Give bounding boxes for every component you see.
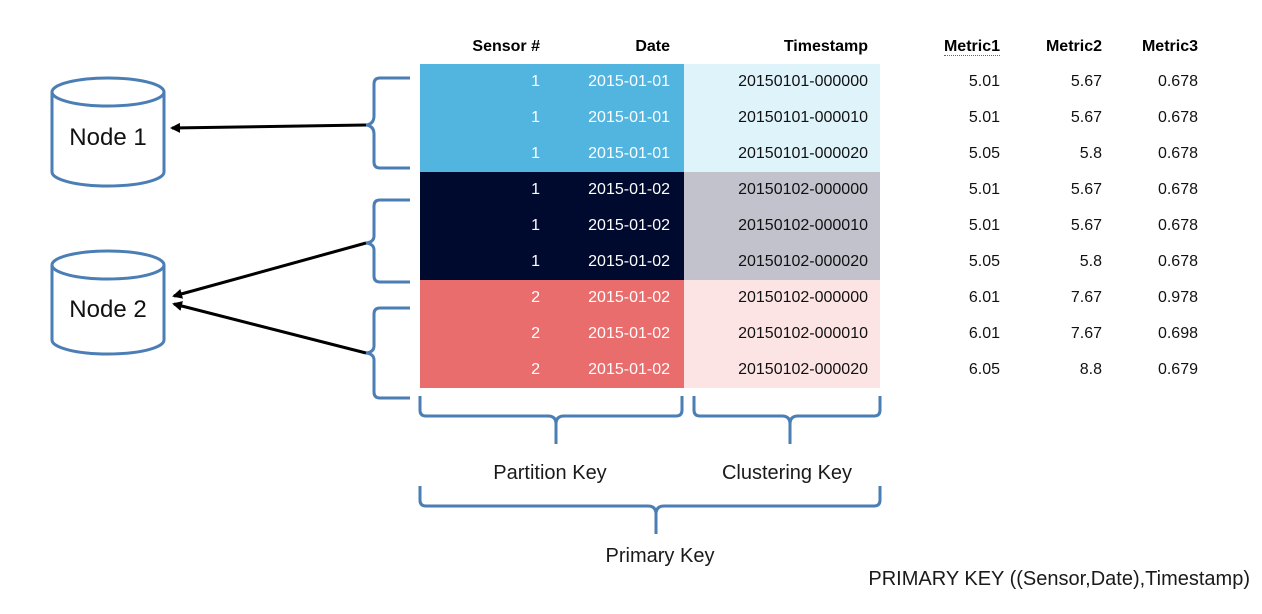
cell-date: 2015-01-02 — [588, 325, 670, 342]
cell-metric3: 0.678 — [1157, 217, 1198, 234]
header-metric1-text: Metric1 — [943, 38, 1000, 56]
clustering-key-label: Clustering Key — [721, 462, 853, 484]
cell-date: 2015-01-01 — [588, 109, 670, 126]
cell-metric1: 5.01 — [968, 217, 1000, 234]
cell-metric1: 6.01 — [968, 325, 1000, 342]
cell-metric2: 5.8 — [1079, 253, 1102, 270]
header-metric2: Metric2 — [1045, 38, 1102, 55]
header-sensor: Sensor # — [472, 38, 540, 55]
clustering-band-group1 — [684, 64, 880, 172]
node2-cylinder: Node 2 — [50, 249, 166, 356]
cell-metric2: 5.67 — [1070, 109, 1102, 126]
partition-band-group3 — [420, 280, 684, 388]
cell-metric3: 0.698 — [1157, 325, 1198, 342]
cell-metric1: 5.01 — [968, 109, 1000, 126]
cell-date: 2015-01-01 — [588, 73, 670, 90]
cell-metric3: 0.679 — [1157, 361, 1198, 378]
cell-sensor: 1 — [531, 145, 540, 162]
cell-timestamp: 20150102-000000 — [738, 181, 868, 198]
cell-sensor: 1 — [531, 253, 540, 270]
cell-timestamp: 20150101-000020 — [738, 145, 868, 162]
cell-metric2: 7.67 — [1070, 289, 1102, 306]
cell-metric2: 5.67 — [1070, 73, 1102, 90]
cell-sensor: 1 — [531, 217, 540, 234]
primary-key-label: Primary Key — [605, 545, 715, 567]
cql-primary-key-text: PRIMARY KEY ((Sensor,Date),Timestamp) — [868, 568, 1250, 590]
cell-timestamp: 20150102-000000 — [738, 289, 868, 306]
cell-metric2: 5.8 — [1079, 145, 1102, 162]
node1-label: Node 1 — [69, 124, 146, 151]
header-metric3: Metric3 — [1141, 38, 1198, 55]
bracket-primary-key — [418, 486, 882, 534]
bracket-group2 — [365, 198, 410, 284]
cell-sensor: 1 — [531, 109, 540, 126]
cell-metric1: 5.01 — [968, 181, 1000, 198]
partition-band-group2 — [420, 172, 684, 280]
node1-cylinder: Node 1 — [50, 76, 166, 188]
cell-metric3: 0.678 — [1157, 145, 1198, 162]
cell-date: 2015-01-02 — [588, 217, 670, 234]
cell-metric2: 5.67 — [1070, 217, 1102, 234]
cell-timestamp: 20150102-000020 — [738, 253, 868, 270]
bracket-group3 — [365, 306, 410, 400]
cell-sensor: 1 — [531, 73, 540, 90]
arrow-group2-to-node2 — [172, 241, 367, 299]
partition-band-group1 — [420, 64, 684, 172]
cell-metric3: 0.678 — [1157, 73, 1198, 90]
arrow-group1-to-node1 — [170, 122, 367, 133]
cell-metric1: 6.05 — [968, 361, 1000, 378]
cell-metric3: 0.678 — [1157, 253, 1198, 270]
cell-sensor: 1 — [531, 181, 540, 198]
cell-metric3: 0.978 — [1157, 289, 1198, 306]
cell-timestamp: 20150102-000010 — [738, 217, 868, 234]
cell-timestamp: 20150101-000000 — [738, 73, 868, 90]
cell-metric2: 7.67 — [1070, 325, 1102, 342]
header-date: Date — [635, 38, 670, 55]
cell-metric1: 6.01 — [968, 289, 1000, 306]
bracket-partition-key — [418, 396, 684, 444]
cell-metric2: 8.8 — [1079, 361, 1102, 378]
cell-date: 2015-01-01 — [588, 145, 670, 162]
cell-metric1: 5.01 — [968, 73, 1000, 90]
header-metric1: Metric1 — [920, 38, 1000, 56]
cell-date: 2015-01-02 — [588, 181, 670, 198]
cell-date: 2015-01-02 — [588, 361, 670, 378]
cell-metric3: 0.678 — [1157, 109, 1198, 126]
cell-sensor: 2 — [531, 289, 540, 306]
bracket-clustering-key — [692, 396, 882, 444]
header-timestamp: Timestamp — [783, 38, 868, 55]
cell-date: 2015-01-02 — [588, 289, 670, 306]
arrow-group3-to-node2 — [172, 301, 367, 355]
partition-key-label: Partition Key — [493, 462, 607, 484]
node2-label: Node 2 — [69, 296, 146, 323]
cell-timestamp: 20150102-000020 — [738, 361, 868, 378]
cell-metric1: 5.05 — [968, 253, 1000, 270]
cell-timestamp: 20150102-000010 — [738, 325, 868, 342]
cell-metric1: 5.05 — [968, 145, 1000, 162]
cell-timestamp: 20150101-000010 — [738, 109, 868, 126]
clustering-band-group2 — [684, 172, 880, 280]
cell-metric3: 0.678 — [1157, 181, 1198, 198]
clustering-band-group3 — [684, 280, 880, 388]
cell-sensor: 2 — [531, 325, 540, 342]
bracket-group1 — [365, 76, 410, 170]
cell-sensor: 2 — [531, 361, 540, 378]
cell-date: 2015-01-02 — [588, 253, 670, 270]
cell-metric2: 5.67 — [1070, 181, 1102, 198]
